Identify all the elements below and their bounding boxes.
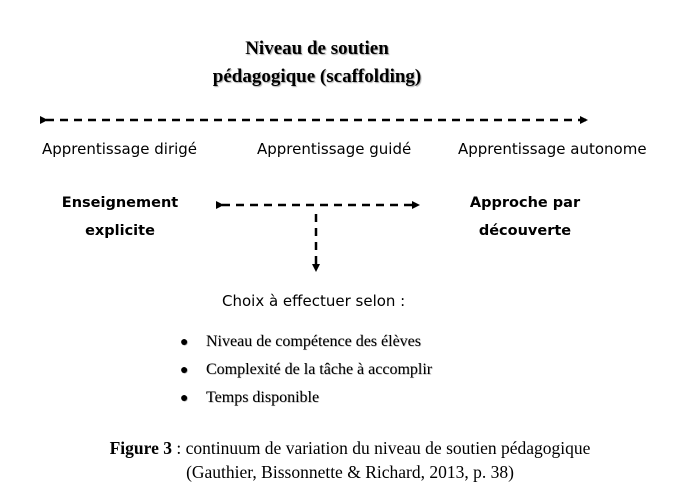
- list-item: ● Complexité de la tâche à accomplir: [180, 356, 432, 384]
- list-item: ● Temps disponible: [180, 384, 432, 412]
- list-item: ● Niveau de compétence des élèves: [180, 328, 432, 356]
- caption-line-1: Figure 3 : continuum de variation du niv…: [0, 436, 690, 460]
- level-guided: Apprentissage guidé: [257, 140, 412, 158]
- diagram-title-line-1: Niveau de soutien: [245, 38, 389, 59]
- approach-left-line-1: Enseignement: [61, 195, 179, 211]
- bullet-icon: ●: [180, 335, 189, 350]
- criterion-text: Niveau de compétence des élèves: [206, 333, 422, 350]
- caption-line-2: (Gauthier, Bissonnette & Richard, 2013, …: [186, 462, 514, 482]
- level-directed: Apprentissage dirigé: [42, 140, 198, 158]
- bullet-icon: ●: [180, 391, 189, 406]
- criterion-text: Temps disponible: [206, 389, 320, 406]
- bullet-icon: ●: [180, 363, 189, 378]
- criterion-text: Complexité de la tâche à accomplir: [206, 361, 433, 378]
- approach-discovery: Approche par découverte: [455, 189, 595, 245]
- criteria-list: ● Niveau de compétence des élèves ● Comple…: [180, 328, 432, 412]
- caption-text: : continuum de variation du niveau de so…: [171, 438, 591, 458]
- level-autonomous: Apprentissage autonome: [458, 140, 647, 158]
- approach-right-line-1: Approche par: [469, 195, 581, 211]
- diagram-title-line-2: pédagogique (scaffolding): [212, 66, 422, 87]
- approach-left-line-2: explicite: [85, 223, 155, 239]
- choice-label: Choix à effectuer selon :: [222, 292, 406, 310]
- approach-explicit-teaching: Enseignement explicite: [50, 189, 190, 245]
- approach-right-line-2: découverte: [478, 223, 572, 239]
- figure-caption: Figure 3 : continuum de variation du niv…: [0, 436, 690, 484]
- figure-label: Figure 3: [109, 438, 172, 458]
